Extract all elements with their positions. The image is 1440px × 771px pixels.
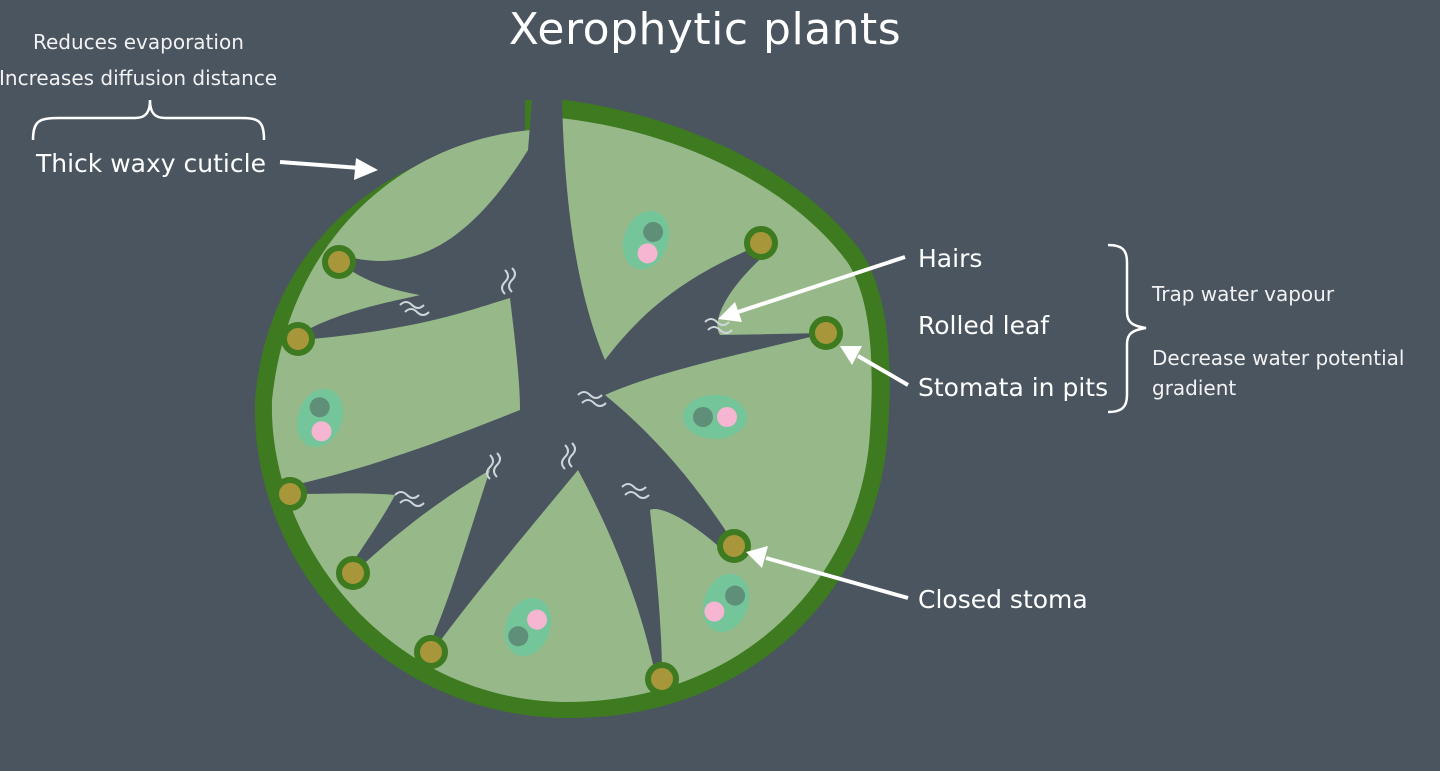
- cuticle-label: Thick waxy cuticle: [36, 149, 266, 178]
- effect-decrease-wp-line1: Decrease water potential: [1152, 346, 1405, 370]
- cuticle-effect-2: Increases diffusion distance: [0, 66, 278, 90]
- effect-decrease-wp-line2: gradient: [1152, 376, 1237, 400]
- rolled-leaf-label: Rolled leaf: [918, 311, 1050, 340]
- stoma: [336, 556, 370, 590]
- pits-arrow-head: [840, 346, 862, 365]
- rolled-leaf-cavity: [290, 100, 826, 678]
- cell: [702, 573, 750, 633]
- closed-stoma-label: Closed stoma: [918, 585, 1088, 614]
- stoma: [645, 662, 679, 696]
- stoma: [281, 322, 315, 356]
- hairs-label: Hairs: [918, 244, 983, 273]
- stoma: [717, 529, 751, 563]
- effect-trap-water-vapour: Trap water vapour: [1152, 282, 1335, 306]
- stoma: [809, 316, 843, 350]
- effects-brace: [1107, 243, 1147, 414]
- pits-arrow: [856, 354, 910, 387]
- closed-stoma-arrow: [765, 556, 909, 600]
- cell: [296, 388, 344, 448]
- cell: [504, 597, 552, 657]
- stomata-in-pits-label: Stomata in pits: [918, 373, 1109, 402]
- arrows: [279, 158, 910, 600]
- stoma: [744, 226, 778, 260]
- cuticle-arrow-head: [354, 158, 378, 180]
- hair-squiggles: [394, 267, 733, 507]
- hairs-arrow: [737, 255, 906, 314]
- closed-stoma-arrow-head: [746, 546, 768, 568]
- hairs-arrow-head: [718, 302, 742, 322]
- cuticle-brace: [31, 99, 266, 141]
- cell: [622, 210, 670, 270]
- cuticle-arrow: [279, 160, 361, 170]
- page-title: Xerophytic plants: [508, 4, 902, 55]
- mesophyll-cells: [296, 210, 750, 657]
- stoma: [414, 635, 448, 669]
- stomata: [273, 226, 843, 696]
- cell: [683, 395, 747, 439]
- cuticle-effect-1: Reduces evaporation: [33, 30, 244, 54]
- stoma: [322, 245, 356, 279]
- stoma: [273, 477, 307, 511]
